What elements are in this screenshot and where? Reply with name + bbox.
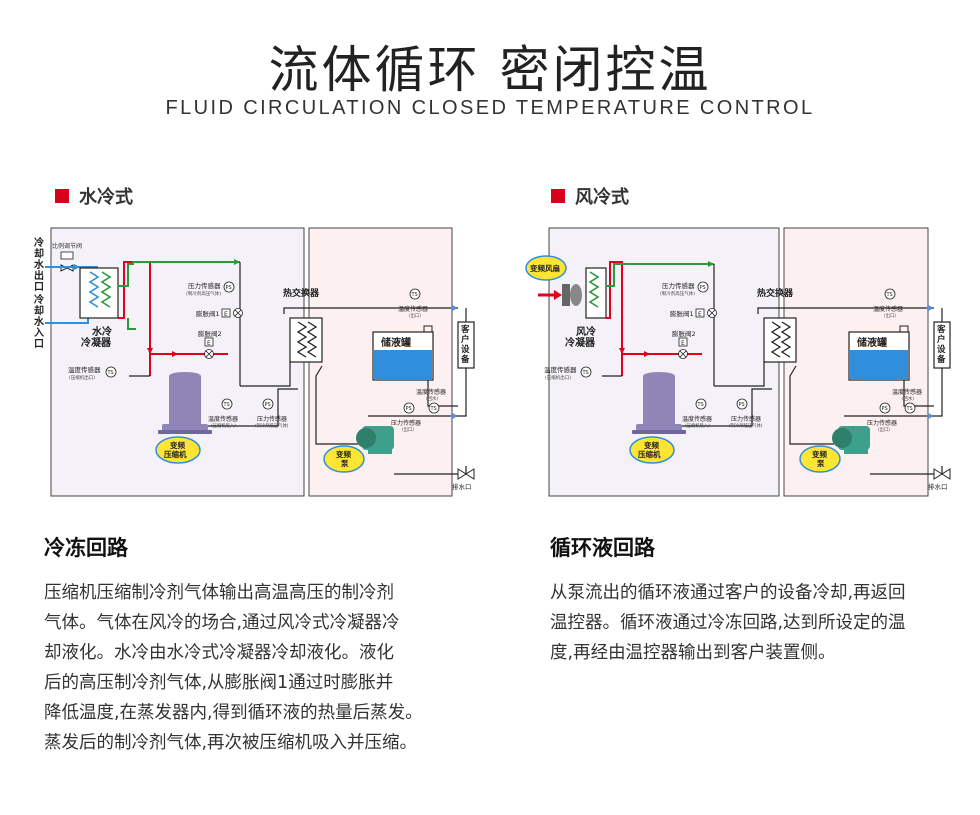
red-square-icon	[551, 189, 565, 203]
svg-text:温度传感器: 温度传感器	[892, 388, 922, 396]
svg-text:PS: PS	[700, 285, 706, 291]
pump-label: 变频泵	[336, 449, 351, 468]
svg-text:(回水): (回水)	[426, 395, 438, 402]
svg-text:变频压缩机: 变频压缩机	[638, 440, 661, 459]
water-condenser	[79, 267, 119, 319]
svg-text:热交换器: 热交换器	[757, 287, 794, 299]
svg-text:(制冷剂高压气体): (制冷剂高压气体)	[186, 290, 221, 297]
page-title: 流体循环 密闭控温	[268, 41, 712, 99]
svg-text:温度传感器: 温度传感器	[68, 365, 101, 374]
svg-text:(压缩机出口): (压缩机出口)	[545, 374, 571, 381]
e-box-icon	[221, 308, 231, 318]
circulation-text: 从泵流出的循环液通过客户的设备冷却,再返回 温控器。循环液通过冷冻回路,达到所设…	[550, 583, 906, 663]
svg-text:TS: TS	[430, 406, 437, 412]
compressor-label: 变频压缩机	[164, 440, 187, 459]
svg-text:客户设备: 客户设备	[936, 324, 946, 365]
svg-text:(出口): (出口)	[878, 426, 890, 433]
air-cooled-diagram: 变频风扇 风冷冷凝器 压力传感器 (制冷剂高压气体) PS 膨胀阀1 E 膨胀阀…	[524, 226, 974, 501]
svg-text:压力传感器: 压力传感器	[391, 419, 421, 427]
water-cooled-diagram: 冷却水出口 冷却水入口 比例调节阀 水冷冷凝器 压力传感器 (制冷剂高压气体) …	[28, 226, 478, 501]
svg-text:E: E	[681, 340, 685, 347]
svg-text:E: E	[207, 340, 211, 347]
air-condenser-label: 风冷冷凝器	[565, 325, 596, 349]
condenser-label: 水冷冷凝器	[81, 325, 112, 349]
svg-text:(出口): (出口)	[409, 312, 421, 319]
ts-sensor-icon	[105, 366, 117, 378]
svg-text:储液罐: 储液罐	[380, 336, 411, 349]
ps-sensor-icon	[223, 281, 235, 293]
svg-text:(出口): (出口)	[884, 312, 896, 319]
svg-text:压力传感器: 压力传感器	[662, 281, 695, 290]
svg-text:温度传感器: 温度传感器	[416, 388, 446, 396]
red-square-icon	[55, 189, 69, 203]
svg-text:PS: PS	[226, 285, 232, 291]
svg-text:TS: TS	[886, 292, 893, 298]
svg-text:E: E	[224, 311, 228, 318]
svg-text:E: E	[698, 311, 702, 318]
svg-text:(制冷剂低压气体): (制冷剂低压气体)	[255, 422, 289, 429]
svg-text:温度传感器: 温度传感器	[873, 305, 903, 313]
svg-text:膨胀阀1: 膨胀阀1	[196, 309, 220, 318]
svg-text:PS: PS	[739, 402, 745, 408]
refrigeration-heading: 冷冻回路	[44, 536, 128, 560]
fan-icon	[562, 284, 570, 306]
svg-text:TS: TS	[697, 402, 704, 408]
svg-text:(回水): (回水)	[902, 395, 914, 402]
svg-text:(压缩机吸入): (压缩机吸入)	[211, 422, 236, 429]
svg-text:TS: TS	[906, 406, 913, 412]
valve-label: 比例调节阀	[52, 242, 82, 250]
page-subtitle: FLUID CIRCULATION CLOSED TEMPERATURE CON…	[165, 97, 815, 119]
svg-text:TS: TS	[582, 370, 589, 376]
svg-text:TS: TS	[107, 370, 114, 376]
svg-text:PS: PS	[882, 406, 888, 412]
svg-text:变频风扇: 变频风扇	[530, 263, 560, 273]
air-cooled-label: 风冷式	[551, 183, 629, 209]
svg-text:压力传感器: 压力传感器	[731, 415, 761, 423]
cooling-water-in-label: 冷却水入口	[33, 293, 45, 350]
circulation-heading: 循环液回路	[550, 536, 655, 560]
svg-text:温度传感器: 温度传感器	[544, 365, 577, 374]
customer-label: 客户设备	[460, 324, 470, 365]
svg-text:变频泵: 变频泵	[812, 449, 827, 468]
compressor	[643, 376, 675, 426]
refrigeration-text: 压缩机压缩制冷剂气体输出高温高压的制冷剂 气体。气体在风冷的场合,通过风冷式冷凝…	[44, 583, 423, 753]
pump-badge	[323, 445, 365, 473]
svg-text:TS: TS	[411, 292, 418, 298]
svg-text:(压缩机吸入): (压缩机吸入)	[685, 422, 710, 429]
svg-text:温度传感器: 温度传感器	[682, 415, 712, 423]
svg-text:温度传感器: 温度传感器	[398, 305, 428, 313]
water-cooled-label: 水冷式	[55, 183, 133, 209]
svg-text:(压缩机出口): (压缩机出口)	[69, 374, 95, 381]
fan-badge	[525, 255, 567, 281]
cooling-water-out-label: 冷却水出口	[33, 236, 45, 293]
svg-text:膨胀阀2: 膨胀阀2	[672, 329, 696, 338]
svg-text:温度传感器: 温度传感器	[208, 415, 238, 423]
svg-text:(出口): (出口)	[402, 426, 414, 433]
svg-text:(制冷剂低压气体): (制冷剂低压气体)	[729, 422, 763, 429]
heat-exchanger	[289, 317, 323, 363]
svg-text:PS: PS	[406, 406, 412, 412]
compressor-badge	[155, 436, 201, 464]
svg-text:(制冷剂高压气体): (制冷剂高压气体)	[660, 290, 695, 297]
svg-text:TS: TS	[223, 402, 230, 408]
compressor	[169, 376, 201, 426]
valve-box	[60, 251, 74, 260]
svg-text:储液罐: 储液罐	[856, 336, 887, 349]
svg-text:压力传感器: 压力传感器	[257, 415, 287, 423]
svg-text:压力传感器: 压力传感器	[188, 281, 221, 290]
svg-text:PS: PS	[265, 402, 271, 408]
svg-text:膨胀阀1: 膨胀阀1	[670, 309, 694, 318]
drain-valve-icon	[457, 468, 475, 480]
svg-text:排水口: 排水口	[452, 482, 472, 491]
svg-text:压力传感器: 压力传感器	[867, 419, 897, 427]
svg-text:热交换器: 热交换器	[283, 287, 320, 299]
svg-text:膨胀阀2: 膨胀阀2	[198, 329, 222, 338]
svg-text:排水口: 排水口	[928, 482, 948, 491]
